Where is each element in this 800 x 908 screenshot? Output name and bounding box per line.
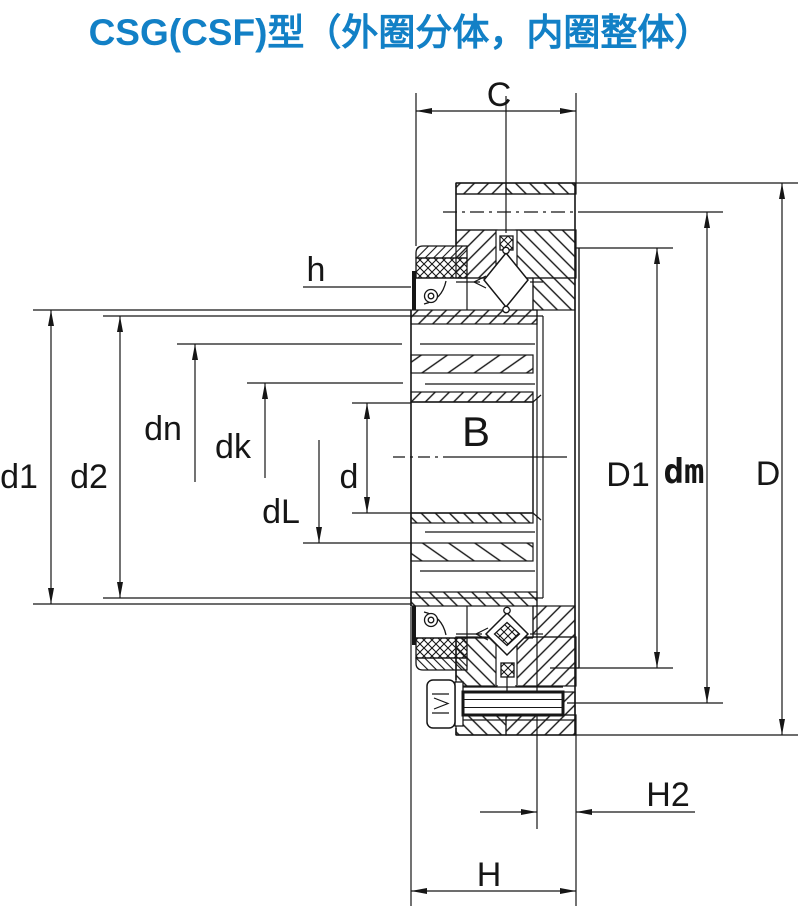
label-d: d xyxy=(340,458,359,496)
bolt-head xyxy=(426,679,456,729)
label-C: C xyxy=(487,76,512,114)
seal-top xyxy=(412,245,468,310)
hex-socket-icon xyxy=(433,697,450,710)
sprag-bottom xyxy=(484,606,530,692)
dim-D1 xyxy=(550,247,673,669)
sprag-top xyxy=(483,235,529,314)
inner-ring xyxy=(410,275,544,829)
bolt-shank xyxy=(461,690,565,717)
dim-d1 xyxy=(33,309,411,605)
seal-bottom xyxy=(412,606,468,671)
dim-d2 xyxy=(103,315,411,599)
dim-H2 xyxy=(480,735,695,906)
label-H2: H2 xyxy=(646,776,689,814)
dim-D xyxy=(575,182,798,736)
label-d2: d2 xyxy=(70,458,108,496)
label-D1: D1 xyxy=(606,456,649,494)
label-dk: dk xyxy=(215,428,252,466)
dim-C xyxy=(415,93,577,246)
dim-dL xyxy=(303,440,411,544)
dim-dk xyxy=(247,382,403,478)
label-dm: dm xyxy=(664,452,705,492)
outer-ring-bottom xyxy=(455,605,577,736)
clamp-bolt xyxy=(426,679,565,729)
label-D: D xyxy=(756,455,781,493)
label-h: h xyxy=(307,251,326,289)
label-B: B xyxy=(462,408,490,455)
label-dn: dn xyxy=(144,410,182,448)
label-d1: d1 xyxy=(0,458,38,496)
spring-block-bottom xyxy=(500,662,515,678)
dim-dm xyxy=(443,211,723,704)
label-H: H xyxy=(477,856,502,894)
dim-dn xyxy=(177,343,402,482)
dim-H xyxy=(410,607,576,906)
dim-d xyxy=(352,402,411,514)
label-dL: dL xyxy=(262,493,300,531)
page-title: CSG(CSF)型（外圈分体，内圈整体） xyxy=(88,12,712,53)
